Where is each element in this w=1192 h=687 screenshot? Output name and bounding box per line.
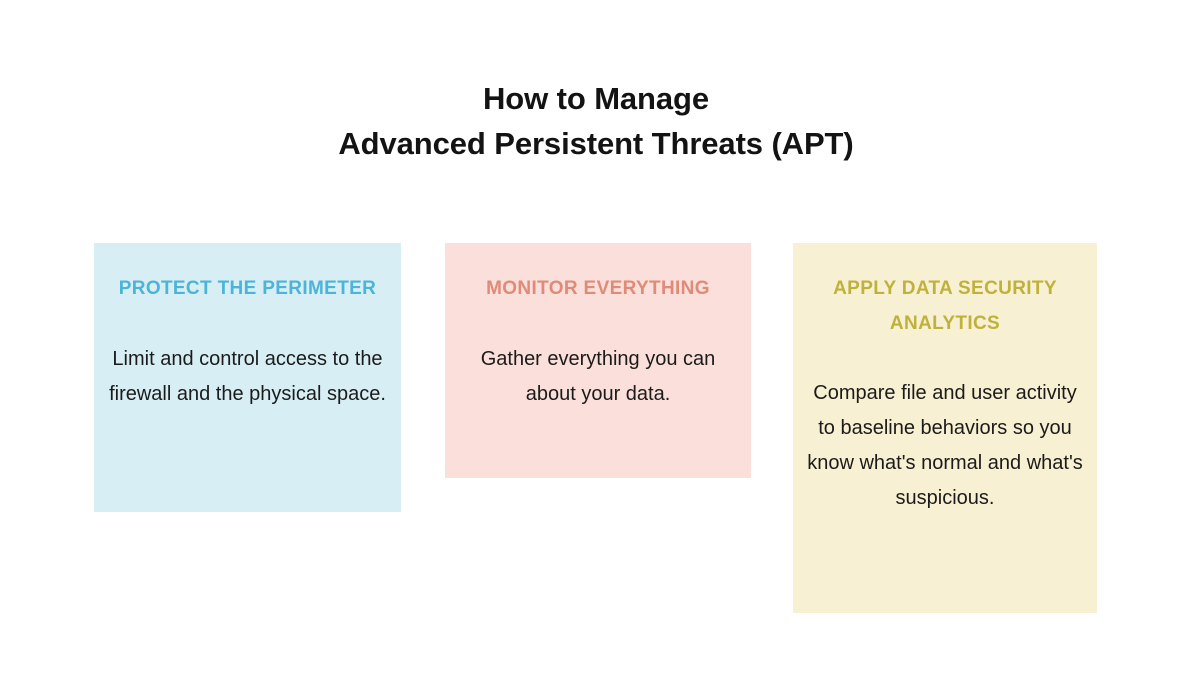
card-body: Gather everything you can about your dat…: [480, 348, 716, 405]
card-heading: Monitor everything: [486, 278, 710, 299]
cards-row: Protect the perimeter Limit and control …: [0, 243, 1192, 643]
card-body: Compare file and user activity to baseli…: [807, 382, 1083, 509]
card-monitor-everything: Monitor everything Gather everything you…: [445, 243, 751, 478]
card-protect-the-perimeter: Protect the perimeter Limit and control …: [94, 243, 401, 512]
page-title: How to Manage Advanced Persistent Threat…: [0, 76, 1192, 166]
page-title-line-2: Advanced Persistent Threats (APT): [338, 126, 854, 161]
card-heading: Apply data security analytics: [833, 278, 1057, 334]
page-title-line-1: How to Manage: [482, 81, 710, 116]
card-heading: Protect the perimeter: [118, 278, 377, 299]
card-apply-data-security-analytics: Apply data security analytics Compare fi…: [793, 243, 1097, 613]
card-body: Limit and control access to the firewall…: [109, 348, 386, 405]
